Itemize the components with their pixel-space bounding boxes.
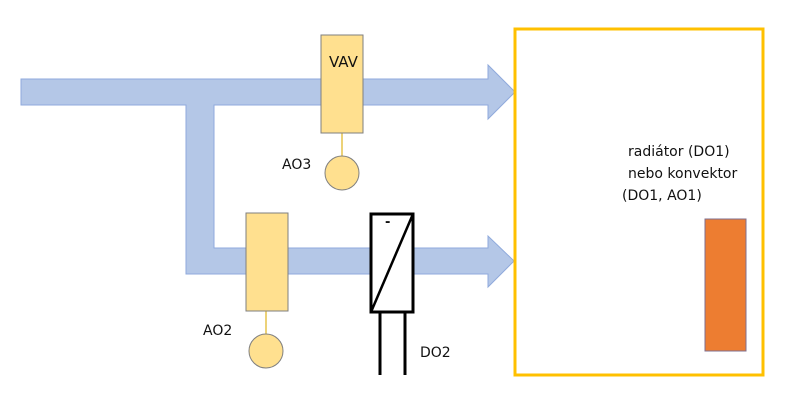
main-duct-arrow [20, 63, 516, 289]
do2-label: DO2 [420, 345, 451, 361]
room-description: radiátor (DO1) nebo konvektor (DO1, AO1) [622, 141, 738, 207]
duct-network [20, 63, 516, 289]
vav-label: VAV [329, 53, 358, 71]
ao2-actuator[interactable] [248, 333, 284, 369]
radiator [704, 218, 747, 352]
room-boundary [513, 27, 765, 377]
room-text-line1: radiátor (DO1) [628, 144, 730, 160]
ao3-actuator[interactable] [324, 155, 360, 191]
damper-minus-symbol: - [385, 215, 391, 230]
vav-box[interactable] [320, 34, 364, 134]
room-text-line3: (DO1, AO1) [622, 188, 702, 204]
ao3-label: AO3 [282, 157, 312, 173]
do2-element[interactable] [369, 212, 415, 375]
room-text-line2: nebo konvektor [628, 166, 738, 182]
ao2-box[interactable] [245, 212, 289, 312]
ao2-label: AO2 [203, 323, 233, 339]
